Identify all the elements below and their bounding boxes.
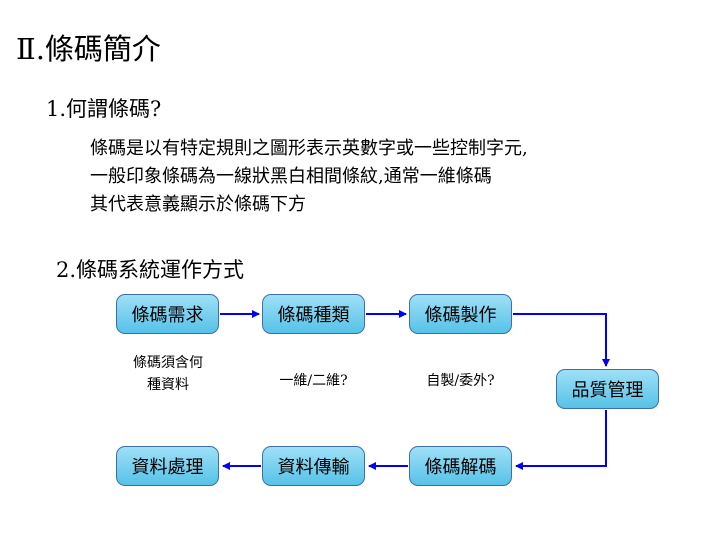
paragraph-line: 其代表意義顯示於條碼下方 xyxy=(90,194,306,215)
box-barcode-making: 條碼製作 xyxy=(409,294,512,334)
section2-heading: 2.條碼系統運作方式 xyxy=(56,258,245,282)
arrow-make-to-quality xyxy=(513,313,610,367)
box-barcode-type: 條碼種類 xyxy=(262,294,365,334)
arrow-quality-to-decode xyxy=(515,410,607,470)
box-data-transfer: 資料傳輸 xyxy=(262,446,365,486)
note-make: 自製/委外? xyxy=(426,373,495,389)
box-quality-control: 品質管理 xyxy=(556,369,659,409)
note-need-line: 種資料 xyxy=(147,377,189,393)
note-need: 條碼須含何 種資料 xyxy=(118,352,218,396)
box-barcode-need: 條碼需求 xyxy=(116,294,219,334)
note-need-line: 條碼須含何 xyxy=(133,355,203,371)
section1-heading: 1.何謂條碼? xyxy=(46,97,162,121)
section1-paragraph: 條碼是以有特定規則之圖形表示英數字或一些控制字元, 一般印象條碼為一線狀黑白相間… xyxy=(90,135,528,219)
paragraph-line: 一般印象條碼為一線狀黑白相間條紋,通常一維條碼 xyxy=(90,166,492,187)
paragraph-line: 條碼是以有特定規則之圖形表示英數字或一些控制字元, xyxy=(90,138,528,159)
box-barcode-decoding: 條碼解碼 xyxy=(409,446,512,486)
box-data-processing: 資料處理 xyxy=(116,446,219,486)
page-title: Ⅱ.條碼簡介 xyxy=(16,32,161,66)
note-type: 一維/二維? xyxy=(279,373,348,389)
